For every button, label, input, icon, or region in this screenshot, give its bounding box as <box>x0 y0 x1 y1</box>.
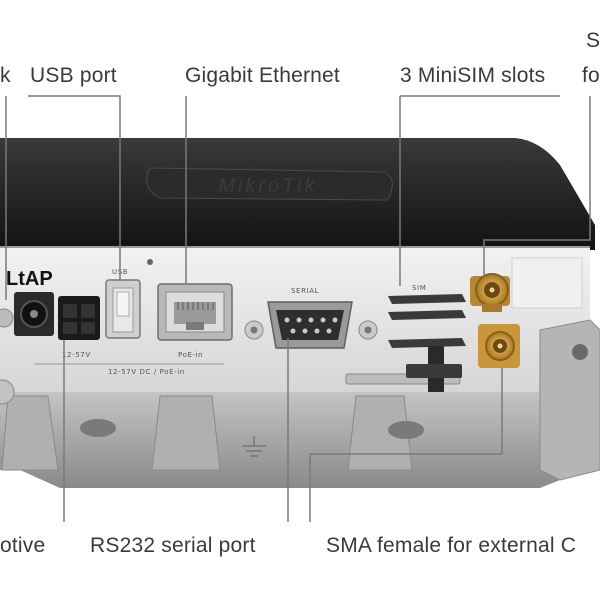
sma-connector-top <box>470 273 510 312</box>
led-indicator <box>147 259 153 265</box>
base-ribs <box>1 395 413 471</box>
callout-fragment-right-top-1: S <box>586 29 600 52</box>
lan-mark: PoE-in <box>178 351 203 359</box>
side-plate <box>511 257 583 309</box>
callout-fragment-right-top-2: fo <box>582 64 600 87</box>
mount-hole <box>80 419 116 437</box>
grounding-screw <box>0 379 15 405</box>
lid-logo-text: MikroTik <box>218 175 317 197</box>
mounting-screw <box>358 320 378 340</box>
model-mark: LtAP <box>6 268 53 290</box>
mount-hole <box>572 344 588 360</box>
sim-mark: SIM <box>412 284 426 292</box>
rs232-port <box>267 301 353 349</box>
ground-symbol <box>242 436 266 457</box>
callout-minisim-slots: 3 MiniSIM slots <box>400 64 546 87</box>
callout-sma-female: SMA female for external C <box>326 534 577 557</box>
serial-mark: SERIAL <box>291 287 319 295</box>
sim-latch <box>345 346 462 406</box>
sma-connector-bottom <box>478 324 520 368</box>
mounting-base <box>0 392 586 488</box>
callout-gigabit-ethernet: Gigabit Ethernet <box>185 64 340 87</box>
lid-logo-plate <box>146 167 393 201</box>
sim-slot <box>388 338 466 348</box>
power-terminal-block <box>58 296 100 340</box>
mounting-screw <box>244 320 264 340</box>
ethernet-port <box>157 283 233 341</box>
callout-rs232-serial-port: RS232 serial port <box>90 534 256 557</box>
mount-hole <box>388 421 424 439</box>
callout-usb-port: USB port <box>30 64 117 87</box>
dc-power-jack <box>14 292 54 336</box>
sim-slot <box>388 310 466 320</box>
mounting-screw-left <box>0 308 14 328</box>
sim-slot <box>388 294 466 304</box>
ports-row-mark: 12-57V DC / PoE-in <box>108 368 185 376</box>
callout-fragment-left-bottom: otive <box>0 534 46 557</box>
callout-leaders <box>5 95 591 522</box>
mounting-ear-right <box>539 319 600 481</box>
callout-fragment-left-top: k <box>0 64 11 87</box>
usb-port <box>105 279 141 339</box>
power-mark: 12-57V <box>62 351 91 359</box>
